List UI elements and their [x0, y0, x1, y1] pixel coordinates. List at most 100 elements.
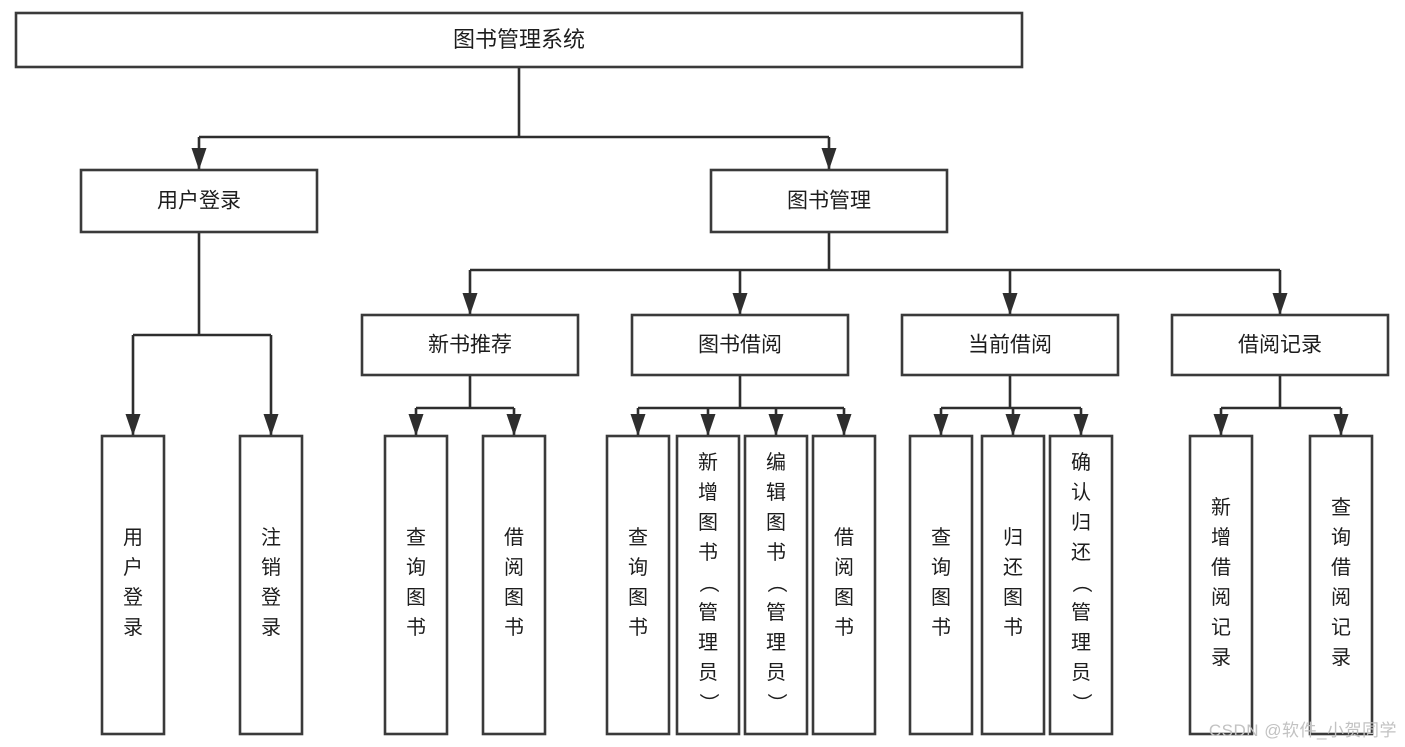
level3-node-1-box[interactable] — [630, 313, 850, 377]
svg-text:图: 图 — [1003, 587, 1023, 609]
leaf-node-9-box[interactable] — [980, 434, 1046, 736]
edge-user-login-arrow-0 — [125, 414, 141, 436]
level2-node-1-box[interactable] — [709, 168, 949, 234]
svg-text:户: 户 — [123, 556, 143, 579]
leaf-node-8-box[interactable] — [908, 434, 974, 736]
svg-text:图: 图 — [628, 587, 648, 609]
svg-text:编: 编 — [766, 451, 786, 474]
svg-text:管: 管 — [698, 601, 718, 624]
leaf-node-10-box[interactable] — [1048, 434, 1114, 736]
level3-node-0-box[interactable] — [360, 313, 580, 377]
svg-text:询: 询 — [628, 556, 648, 579]
svg-text:询: 询 — [1331, 526, 1351, 549]
svg-text:录: 录 — [1331, 647, 1351, 669]
connector-lines-layer — [125, 67, 1349, 436]
leaf-node-0[interactable]: 用户登录 — [100, 434, 166, 736]
svg-text:理: 理 — [766, 632, 786, 654]
leaf-node-6-box[interactable] — [743, 434, 809, 736]
svg-text:图: 图 — [406, 587, 426, 609]
level3-node-1[interactable]: 图书借阅 — [630, 313, 850, 377]
svg-text:新: 新 — [1211, 496, 1231, 519]
svg-text:销: 销 — [261, 556, 281, 579]
svg-text:记: 记 — [1211, 616, 1231, 639]
svg-text:员: 员 — [698, 662, 718, 684]
svg-text:（: （ — [1070, 573, 1093, 593]
svg-text:书: 书 — [628, 616, 648, 639]
csdn-watermark: CSDN @软件_小贺同学 — [1208, 721, 1397, 740]
svg-text:员: 员 — [766, 662, 786, 684]
level3-node-0[interactable]: 新书推荐 — [360, 313, 580, 377]
level3-node-2-label: 当前借阅 — [968, 334, 1052, 357]
leaf-node-11-box[interactable] — [1188, 434, 1254, 736]
edge-l3-1-arrow-3 — [836, 414, 852, 436]
edge-l3-0-arrow-0 — [408, 414, 424, 436]
svg-text:还: 还 — [1071, 541, 1091, 564]
svg-text:注: 注 — [261, 526, 281, 549]
level2-node-1[interactable]: 图书管理 — [709, 168, 949, 234]
svg-text:查: 查 — [1331, 496, 1351, 519]
leaf-node-2-box[interactable] — [383, 434, 449, 736]
edge-l3-2-arrow-1 — [1005, 414, 1021, 436]
svg-text:图: 图 — [834, 587, 854, 609]
svg-text:询: 询 — [406, 556, 426, 579]
svg-text:增: 增 — [1211, 526, 1231, 549]
edge-l3-3-arrow-0 — [1213, 414, 1229, 436]
svg-text:用: 用 — [123, 527, 143, 549]
edge-root-arrow-1 — [821, 148, 837, 170]
level2-node-0[interactable]: 用户登录 — [79, 168, 319, 234]
svg-text:书: 书 — [834, 616, 854, 639]
leaf-node-7-box[interactable] — [811, 434, 877, 736]
edge-book-mgmt-arrow-0 — [462, 293, 478, 315]
level2-node-0-label: 用户登录 — [157, 190, 241, 213]
level3-node-2[interactable]: 当前借阅 — [900, 313, 1120, 377]
leaf-node-12-box[interactable] — [1308, 434, 1374, 736]
svg-text:）: ） — [1070, 693, 1093, 713]
leaf-node-3-box[interactable] — [481, 434, 547, 736]
edge-l3-1-arrow-2 — [768, 414, 784, 436]
svg-text:图: 图 — [766, 512, 786, 534]
leaf-node-4-box[interactable] — [605, 434, 671, 736]
svg-text:阅: 阅 — [1331, 586, 1351, 609]
svg-text:图: 图 — [931, 587, 951, 609]
root-node-box[interactable] — [14, 11, 1024, 69]
leaf-node-5-box[interactable] — [675, 434, 741, 736]
level3-node-3-box[interactable] — [1170, 313, 1390, 377]
svg-text:书: 书 — [504, 616, 524, 639]
svg-text:辑: 辑 — [766, 481, 786, 504]
svg-text:询: 询 — [931, 556, 951, 579]
svg-text:确: 确 — [1071, 451, 1091, 474]
level2-node-0-box[interactable] — [79, 168, 319, 234]
leaf-node-0-label: 用户登录 — [123, 527, 143, 639]
leaf-node-1-box[interactable] — [238, 434, 304, 736]
svg-text:归: 归 — [1003, 526, 1023, 549]
level3-node-3[interactable]: 借阅记录 — [1170, 313, 1390, 377]
level3-node-2-box[interactable] — [900, 313, 1120, 377]
leaf-node-0-box[interactable] — [100, 434, 166, 736]
svg-text:书: 书 — [406, 616, 426, 639]
svg-text:认: 认 — [1071, 481, 1091, 504]
svg-text:借: 借 — [1331, 556, 1351, 579]
svg-text:新: 新 — [698, 451, 718, 474]
root-node[interactable]: 图书管理系统 — [14, 11, 1024, 69]
svg-text:书: 书 — [766, 541, 786, 564]
